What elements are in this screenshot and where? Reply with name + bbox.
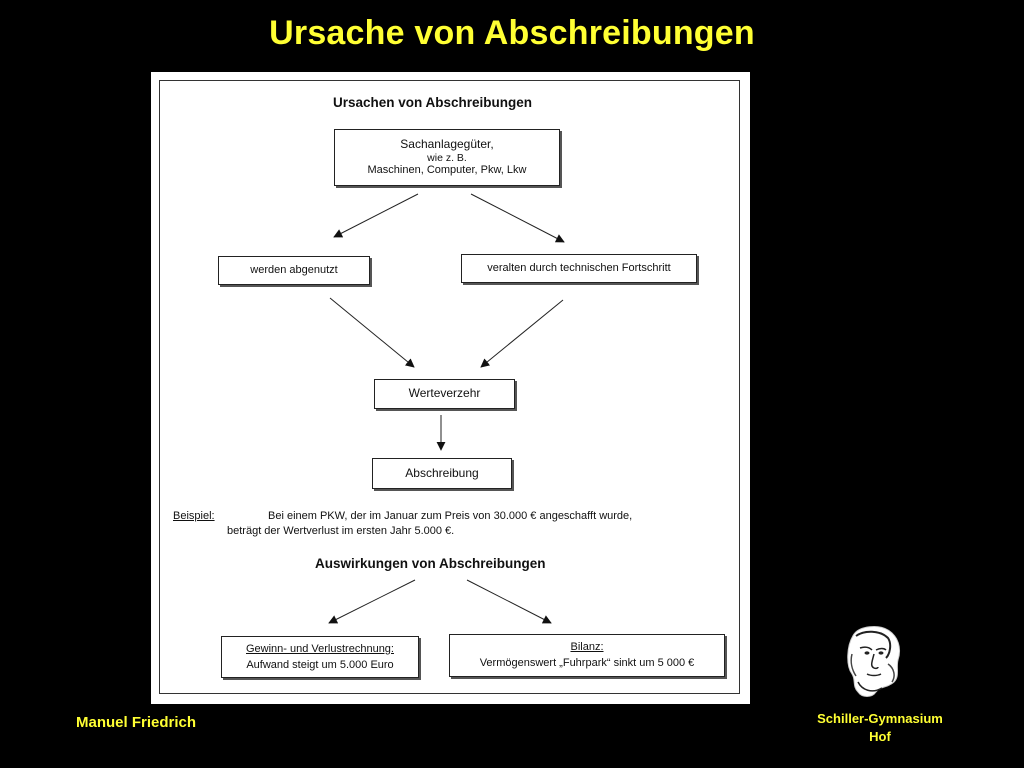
heading-causes: Ursachen von Abschreibungen bbox=[333, 95, 533, 110]
example-label: Beispiel: bbox=[173, 510, 215, 522]
school-line-1: Schiller-Gymnasium bbox=[817, 711, 943, 726]
worn-out-label: werden abgenutzt bbox=[250, 264, 338, 277]
income-statement-box: Gewinn- und Verlustrechnung: Aufwand ste… bbox=[221, 636, 419, 678]
author-name: Manuel Friedrich bbox=[76, 714, 197, 731]
depreciation-label: Abschreibung bbox=[405, 465, 479, 480]
assets-box: Sachanlagegüter, wie z. B. Maschinen, Co… bbox=[334, 129, 560, 186]
arrow-obsolete-to-value bbox=[480, 299, 564, 368]
schiller-portrait-icon bbox=[847, 626, 901, 697]
slide-title: Ursache von Abschreibungen bbox=[269, 14, 755, 52]
arrow-assets-to-obsolete bbox=[470, 193, 565, 243]
arrow-effects-to-income bbox=[328, 579, 416, 624]
balance-sheet-box: Bilanz: Vermögenswert „Fuhrpark“ sinkt u… bbox=[449, 634, 725, 677]
assets-line-2: wie z. B. bbox=[427, 152, 467, 165]
diagram-arrows bbox=[328, 193, 565, 624]
diagram-frame bbox=[159, 80, 740, 694]
arrow-assets-to-worn-out bbox=[333, 193, 419, 238]
assets-line-1: Sachanlagegüter, bbox=[400, 137, 494, 152]
heading-effects: Auswirkungen von Abschreibungen bbox=[315, 556, 546, 571]
balance-sheet-text: Vermögenswert „Fuhrpark“ sinkt um 5 000 … bbox=[479, 657, 695, 669]
diagram-panel: Ursachen von Abschreibungen Sachanlagegü… bbox=[151, 72, 750, 704]
balance-sheet-title: Bilanz: bbox=[570, 641, 604, 654]
obsolete-box: veralten durch technischen Fortschritt bbox=[461, 254, 697, 283]
obsolete-label: veralten durch technischen Fortschritt bbox=[487, 262, 671, 275]
value-consumption-label: Werteverzehr bbox=[408, 386, 481, 401]
arrow-worn-out-to-value bbox=[329, 297, 415, 368]
depreciation-box: Abschreibung bbox=[372, 458, 512, 489]
school-name: Schiller-Gymnasium Hof bbox=[800, 710, 960, 745]
income-statement-text: Aufwand steigt um 5.000 Euro bbox=[246, 658, 394, 671]
assets-line-3: Maschinen, Computer, Pkw, Lkw bbox=[367, 164, 527, 177]
school-line-2: Hof bbox=[869, 728, 891, 744]
worn-out-box: werden abgenutzt bbox=[218, 256, 370, 285]
value-consumption-box: Werteverzehr bbox=[374, 379, 515, 409]
income-statement-title: Gewinn- und Verlustrechnung: bbox=[246, 642, 394, 655]
example-line-1: Bei einem PKW, der im Januar zum Preis v… bbox=[268, 510, 633, 522]
example-line-2: beträgt der Wertverlust im ersten Jahr 5… bbox=[227, 525, 455, 537]
arrow-effects-to-balance bbox=[466, 579, 552, 624]
